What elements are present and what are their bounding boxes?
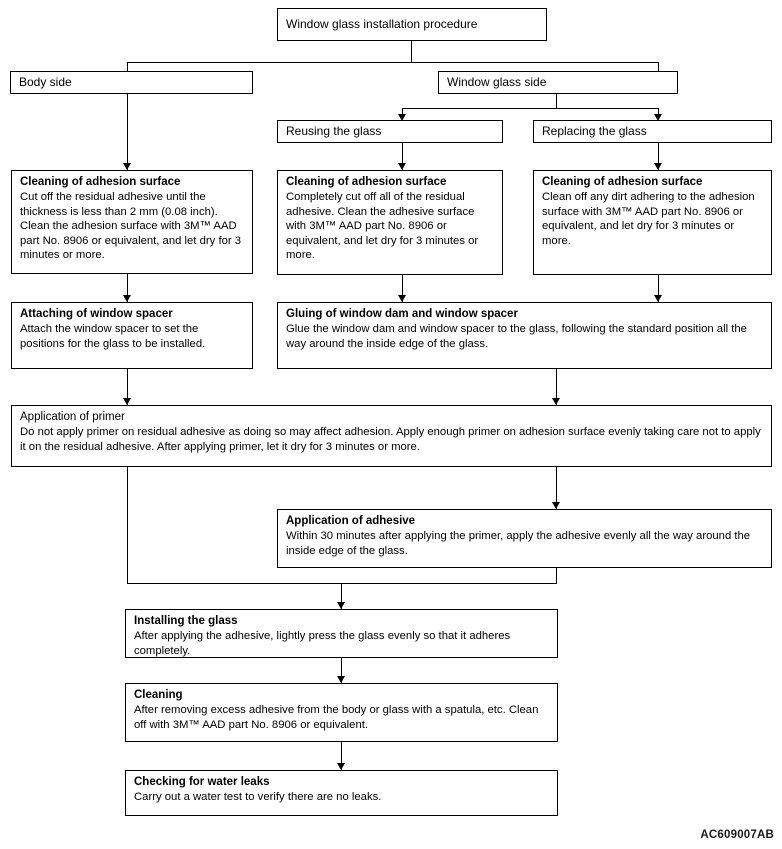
node-title: Body side — [19, 75, 72, 89]
node-title: Cleaning — [134, 689, 183, 701]
node-reusing-the-glass[interactable]: Reusing the glass — [277, 120, 503, 143]
node-body: After removing excess adhesive from the … — [134, 704, 539, 731]
connector-wgs-bus — [402, 108, 658, 109]
arrow-to-install — [337, 602, 345, 609]
node-title: Application of primer — [20, 411, 125, 423]
node-body-side[interactable]: Body side — [10, 71, 253, 94]
connector-spacer-to-primer — [127, 369, 128, 405]
node-body: After applying the adhesive, lightly pre… — [134, 630, 511, 657]
node-cleaning-adhesion-surface-body[interactable]: Cleaning of adhesion surface Cut off the… — [11, 170, 253, 274]
node-title: Installing the glass — [134, 615, 238, 627]
node-title: Cleaning of adhesion surface — [286, 176, 447, 188]
connector-primer-left-leg — [127, 467, 128, 583]
node-root-window-glass-installation-procedure[interactable]: Window glass installation procedure — [277, 8, 547, 41]
connector-body-side-stem — [127, 62, 128, 170]
node-body: Glue the window dam and window spacer to… — [286, 323, 747, 350]
node-application-of-primer[interactable]: Application of primer Do not apply prime… — [11, 405, 772, 467]
node-cleaning-adhesion-surface-reusing[interactable]: Cleaning of adhesion surface Completely … — [277, 170, 503, 275]
node-body: Attach the window spacer to set the posi… — [20, 323, 206, 350]
node-title: Application of adhesive — [286, 515, 416, 527]
connector-merge-to-install — [341, 583, 342, 609]
arrow-to-adhesive — [552, 502, 560, 509]
node-replacing-the-glass[interactable]: Replacing the glass — [533, 120, 772, 143]
figure-code: AC609007AB — [700, 829, 774, 841]
connector-clean-body-to-spacer — [127, 274, 128, 302]
connector-root-bus — [127, 62, 659, 63]
connector-cleaning-to-water — [341, 742, 342, 770]
node-title: Cleaning of adhesion surface — [20, 176, 181, 188]
connector-to-replacing — [658, 108, 659, 117]
node-application-of-adhesive[interactable]: Application of adhesive Within 30 minute… — [277, 509, 772, 568]
connector-glue-to-primer — [556, 369, 557, 405]
node-title: Gluing of window dam and window spacer — [286, 308, 518, 320]
connector-reusing-to-clean — [402, 143, 403, 170]
node-title: Cleaning of adhesion surface — [542, 176, 703, 188]
node-gluing-window-dam-and-spacer[interactable]: Gluing of window dam and window spacer G… — [277, 302, 772, 369]
arrow-to-glue-dam-left — [398, 295, 406, 302]
node-attaching-window-spacer[interactable]: Attaching of window spacer Attach the wi… — [11, 302, 253, 369]
node-cleaning[interactable]: Cleaning After removing excess adhesive … — [125, 683, 558, 742]
connector-merge-bus — [127, 583, 557, 584]
arrow-to-replacing — [654, 114, 662, 121]
node-body: Completely cut off all of the residual a… — [286, 191, 479, 262]
connector-window-glass-side-stem — [658, 62, 659, 71]
node-cleaning-adhesion-surface-replacing[interactable]: Cleaning of adhesion surface Clean off a… — [533, 170, 772, 275]
arrow-to-water-leaks — [337, 763, 345, 770]
node-checking-for-water-leaks[interactable]: Checking for water leaks Carry out a wat… — [125, 770, 558, 816]
arrow-to-glue-dam-right — [654, 295, 662, 302]
node-title: Window glass side — [447, 75, 547, 89]
node-installing-the-glass[interactable]: Installing the glass After applying the … — [125, 609, 558, 658]
node-title: Replacing the glass — [542, 124, 647, 138]
node-title: Attaching of window spacer — [20, 308, 173, 320]
arrow-to-attach-spacer — [123, 295, 131, 302]
connector-root-stem — [411, 41, 412, 62]
arrow-to-primer-left — [123, 398, 131, 405]
connector-replacing-to-clean — [658, 143, 659, 170]
arrow-to-clean-body — [123, 163, 131, 170]
node-body: Within 30 minutes after applying the pri… — [286, 530, 751, 557]
arrow-to-primer-right — [552, 398, 560, 405]
arrow-to-cleaning — [337, 676, 345, 683]
arrow-to-clean-replace — [654, 163, 662, 170]
connector-wgs-stem — [556, 94, 557, 108]
connector-primer-to-adhesive — [556, 467, 557, 509]
node-title: Checking for water leaks — [134, 776, 270, 788]
node-title: Reusing the glass — [286, 124, 382, 138]
arrow-to-clean-reuse — [398, 163, 406, 170]
node-body: Do not apply primer on residual adhesive… — [20, 426, 761, 453]
connector-clean-reuse-to-glue — [402, 275, 403, 302]
node-body: Cut off the residual adhesive until the … — [20, 191, 242, 262]
arrow-to-reusing — [398, 114, 406, 121]
connector-adhesive-down — [556, 568, 557, 583]
connector-clean-replace-to-glue — [658, 275, 659, 302]
connector-install-to-cleaning — [341, 658, 342, 683]
node-window-glass-side[interactable]: Window glass side — [438, 71, 678, 94]
node-body: Carry out a water test to verify there a… — [134, 791, 382, 803]
node-title: Window glass installation procedure — [286, 17, 478, 31]
node-body: Clean off any dirt adhering to the adhes… — [542, 191, 755, 247]
connector-to-reusing — [402, 108, 403, 117]
